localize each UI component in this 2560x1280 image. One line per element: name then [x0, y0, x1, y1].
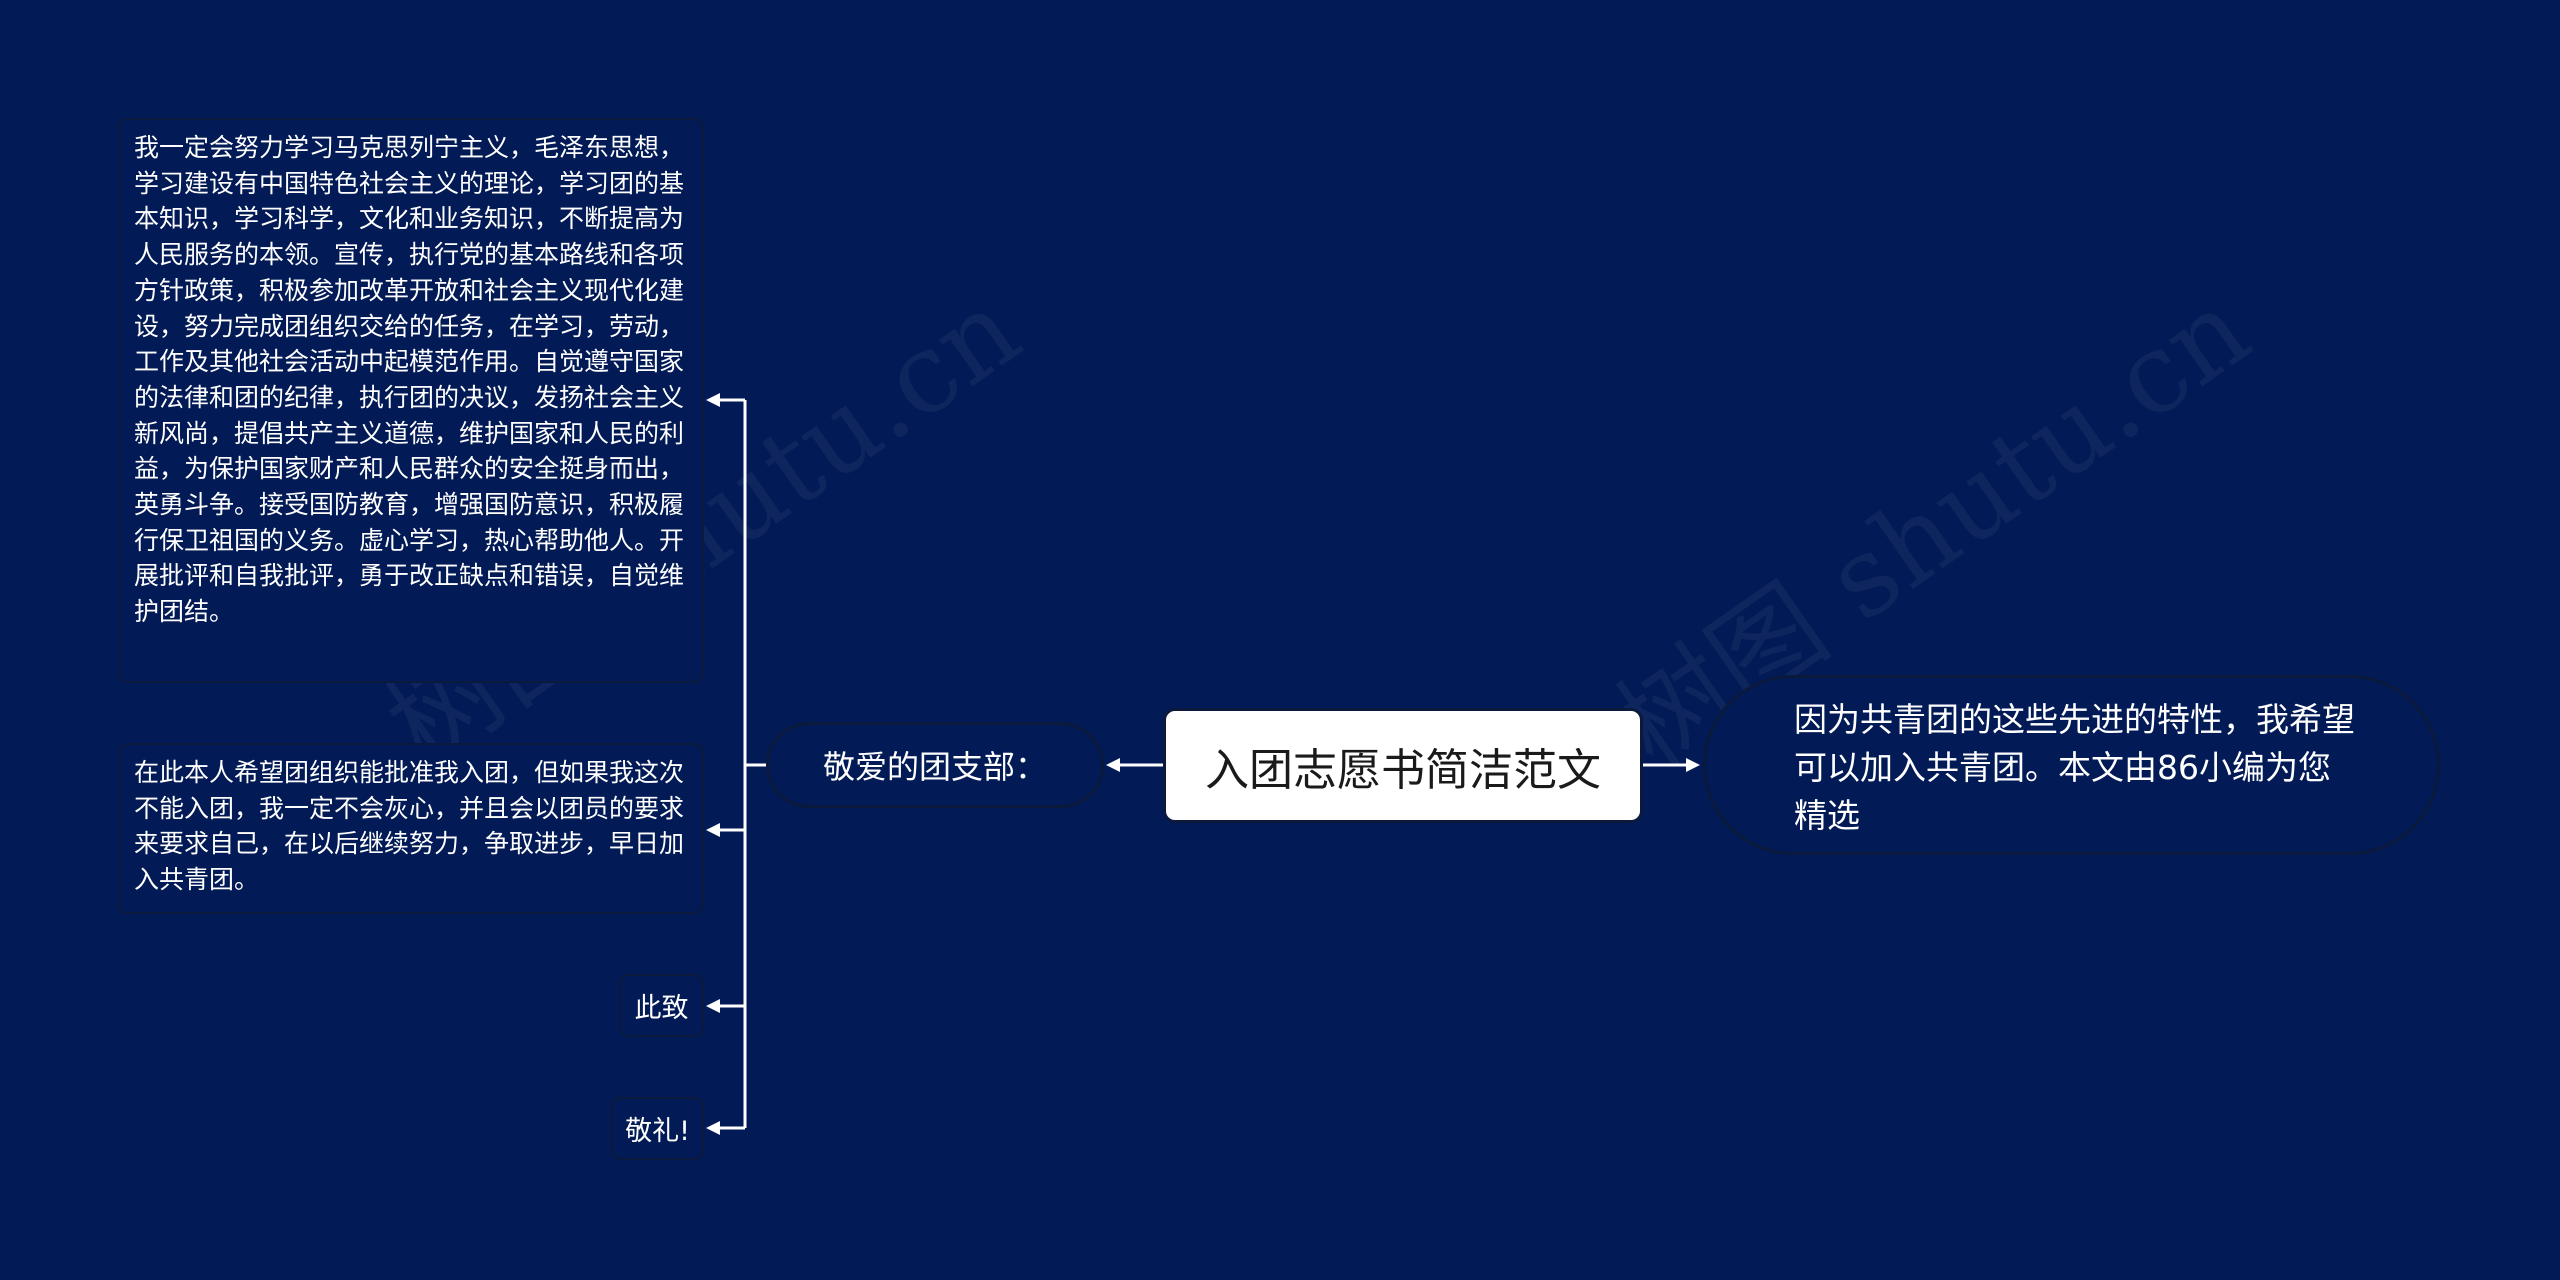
- leaf-jingli[interactable]: 敬礼!: [611, 1097, 704, 1160]
- branch-greeting-label: 敬爱的团支部：: [822, 748, 1047, 786]
- branch-summary[interactable]: 因为共青团的这些先进的特性，我希望可以加入共青团。本文由86小编为您精选: [1703, 675, 2440, 855]
- leaf-hope[interactable]: 在此本人希望团组织能批准我入团，但如果我这次不能入团，我一定不会灰心，并且会以团…: [118, 743, 704, 914]
- leaf-jingli-text: 敬礼!: [625, 1116, 690, 1147]
- branch-greeting[interactable]: 敬爱的团支部：: [766, 722, 1104, 808]
- branch-summary-text: 因为共青团的这些先进的特性，我希望可以加入共青团。本文由86小编为您精选: [1794, 700, 2355, 835]
- leaf-pledge[interactable]: 我一定会努力学习马克思列宁主义，毛泽东思想，学习建设有中国特色社会主义的理论，学…: [118, 118, 704, 683]
- leaf-cizhi[interactable]: 此致: [619, 974, 704, 1037]
- leaf-hope-text: 在此本人希望团组织能批准我入团，但如果我这次不能入团，我一定不会灰心，并且会以团…: [134, 758, 685, 895]
- root-node[interactable]: 入团志愿书简洁范文: [1163, 708, 1643, 823]
- leaf-cizhi-text: 此致: [634, 993, 689, 1024]
- leaf-pledge-text: 我一定会努力学习马克思列宁主义，毛泽东思想，学习建设有中国特色社会主义的理论，学…: [134, 133, 685, 627]
- root-label: 入团志愿书简洁范文: [1205, 744, 1601, 796]
